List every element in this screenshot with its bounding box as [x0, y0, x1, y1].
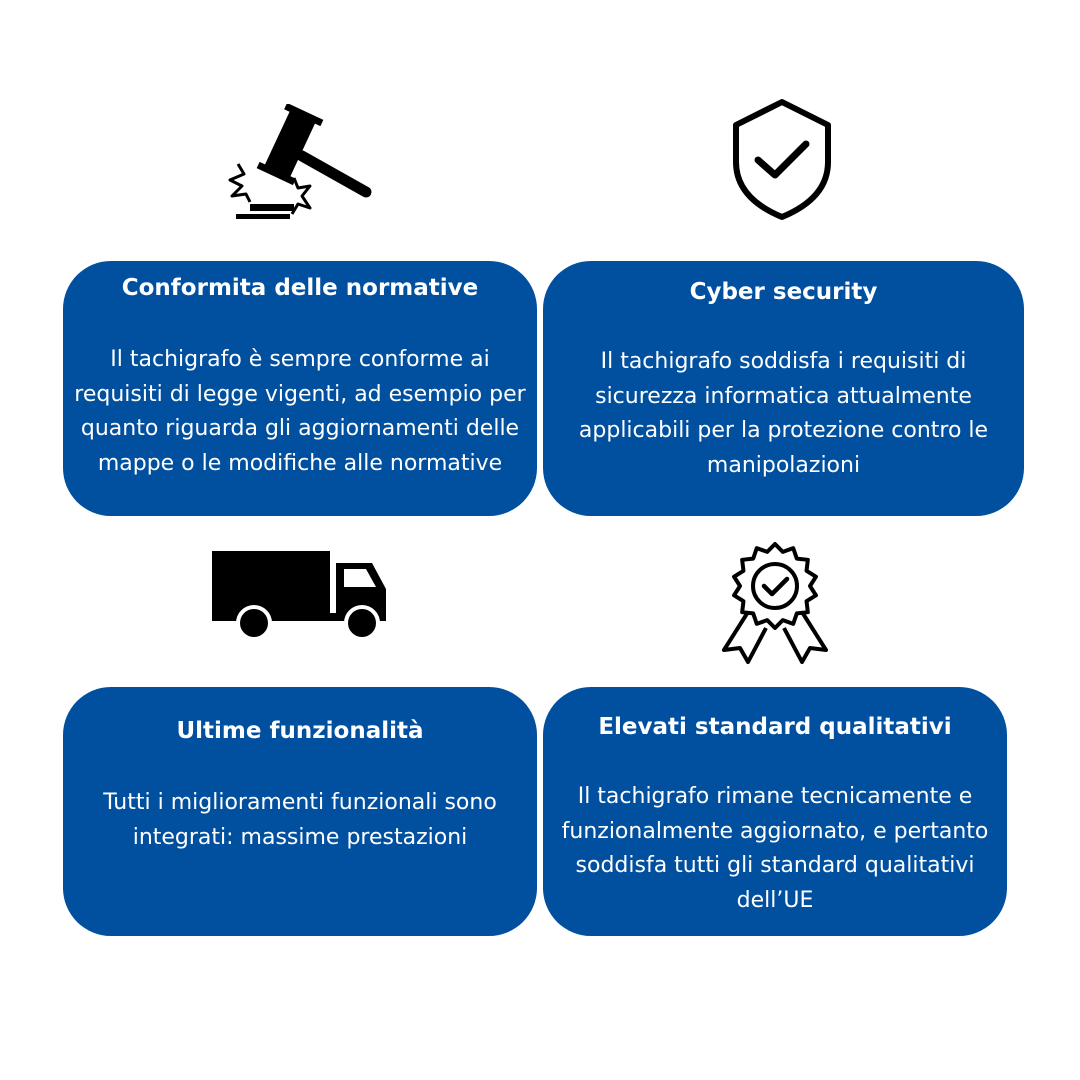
feature-description: Il tachigrafo è sempre conforme ai requi… [74, 347, 526, 476]
feature-title: Cyber security [689, 279, 878, 305]
award-badge-icon [722, 542, 828, 664]
feature-card-cyber-security: Cyber security Il tachigrafo soddisfa i … [543, 261, 1024, 516]
feature-card-latest-features: Ultime funzionalità Tutti i migliorament… [63, 687, 537, 936]
feature-card-compliance: Conformita delle normative Il tachigrafo… [63, 261, 537, 516]
feature-title: Ultime funzionalità [176, 718, 424, 744]
feature-title: Conformita delle normative [121, 275, 479, 301]
feature-description: Il tachigrafo rimane tecnicamente e funz… [561, 784, 989, 913]
feature-title: Elevati standard qualitativi [598, 714, 952, 740]
truck-icon [212, 551, 386, 641]
feature-card-quality-standards: Elevati standard qualitativi Il tachigra… [543, 687, 1007, 936]
shield-check-icon [733, 99, 831, 220]
feature-description: Il tachigrafo soddisfa i requisiti di si… [578, 349, 989, 478]
feature-description: Tutti i miglioramenti funzionali sono in… [103, 790, 497, 850]
gavel-icon [228, 104, 372, 219]
